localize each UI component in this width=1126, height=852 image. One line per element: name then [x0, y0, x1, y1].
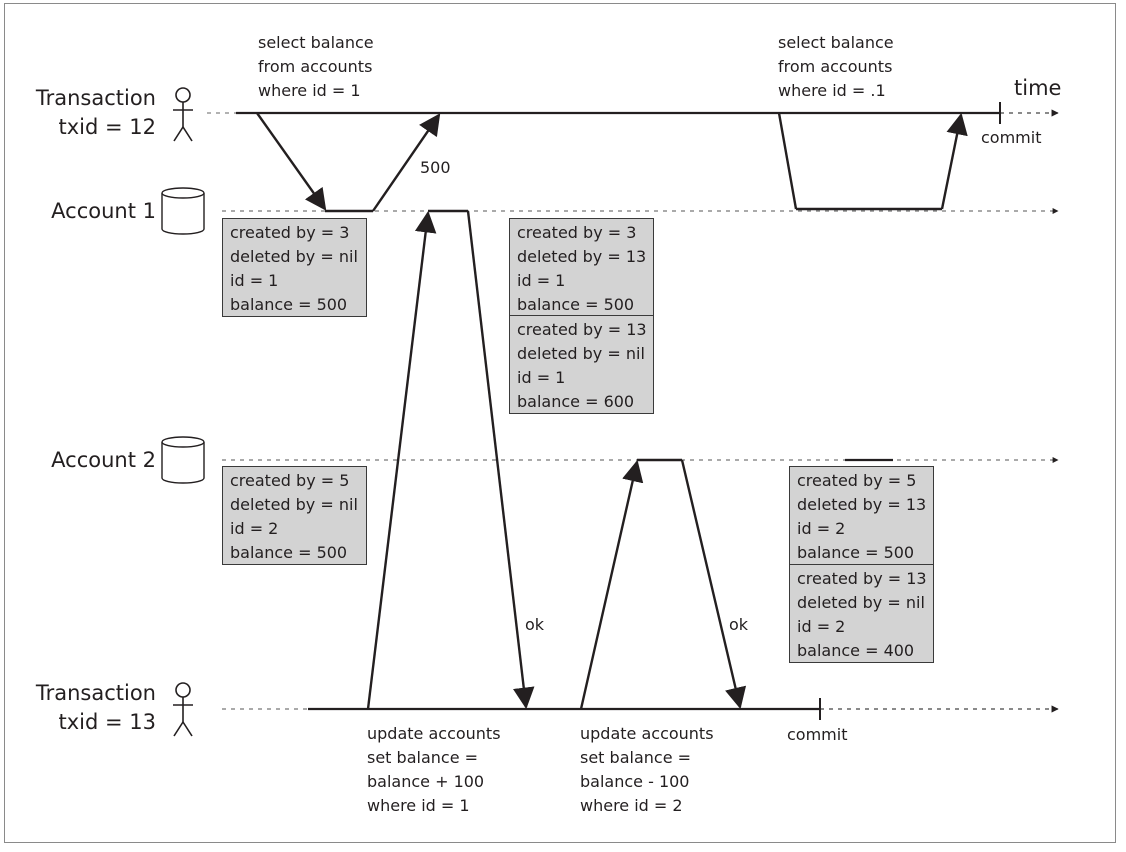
- commit-label-tx12: commit: [981, 128, 1042, 147]
- read-response-500-arrow: [372, 113, 441, 212]
- row-version-account2-new: created by = 13 deleted by = nil id = 2 …: [789, 564, 934, 663]
- read-request-tx12-account1: [256, 112, 327, 211]
- row-version-account2-original: created by = 5 deleted by = nil id = 2 b…: [222, 466, 367, 565]
- actor-tx12-line1: Transaction: [35, 86, 156, 110]
- read-request-tx12-second: [777, 112, 798, 210]
- read-response-second-arrow: [940, 112, 968, 210]
- database-icon-account1: [161, 187, 205, 235]
- actor-label-tx13: Transaction txid = 13: [22, 679, 156, 737]
- account1-label: Account 1: [51, 199, 156, 223]
- query-tx12-second: select balance from accounts where id = …: [778, 33, 894, 100]
- account2-label: Account 2: [51, 448, 156, 472]
- row-version-account1-new: created by = 13 deleted by = nil id = 1 …: [509, 315, 654, 414]
- query-tx12-first: select balance from accounts where id = …: [258, 33, 374, 100]
- response-ok-label-2: ok: [729, 615, 749, 634]
- figure-frame: [4, 3, 1116, 843]
- update2-ok-arrow: [680, 459, 747, 710]
- database-icon-account2: [161, 436, 205, 484]
- row-version-account1-original: created by = 3 deleted by = nil id = 1 b…: [222, 218, 367, 317]
- actor-tx13-line1: Transaction: [35, 681, 156, 705]
- timeline-tx12: [207, 102, 1059, 124]
- actor-label-tx12: Transaction txid = 12: [22, 84, 156, 142]
- query-tx13-update1: update accounts set balance = balance + …: [367, 724, 501, 815]
- row-version-account1-deleted: created by = 3 deleted by = 13 id = 1 ba…: [509, 218, 654, 316]
- person-icon-tx13: [173, 682, 193, 737]
- query-tx13-update2: update accounts set balance = balance - …: [580, 724, 714, 815]
- update1-request-arrow: [366, 210, 437, 710]
- update1-ok-arrow: [466, 210, 535, 710]
- response-500-label: 500: [420, 158, 451, 177]
- response-ok-label-1: ok: [525, 615, 545, 634]
- time-label: time: [1014, 76, 1062, 100]
- actor-tx13-line2: txid = 13: [58, 710, 157, 734]
- row-version-account2-deleted: created by = 5 deleted by = 13 id = 2 ba…: [789, 466, 934, 565]
- commit-label-tx13: commit: [787, 725, 848, 744]
- person-icon-tx12: [173, 87, 193, 142]
- update2-request-arrow: [579, 459, 644, 710]
- timeline-tx13: [222, 698, 1059, 720]
- actor-tx12-line2: txid = 12: [58, 115, 157, 139]
